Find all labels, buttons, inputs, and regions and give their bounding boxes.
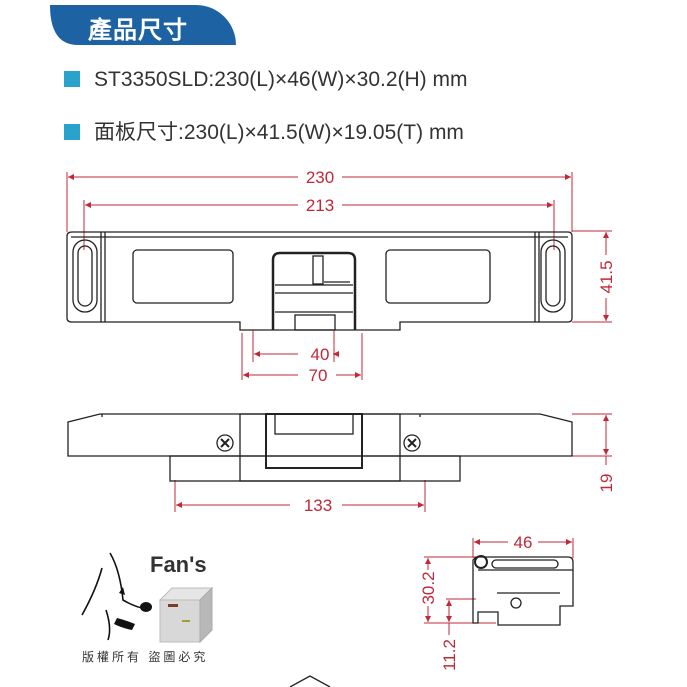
svg-text:11.2: 11.2	[440, 639, 459, 671]
bullet-square-icon	[64, 71, 80, 87]
svg-text:70: 70	[309, 366, 328, 385]
spec-line-model: ST3350SLD:230(L)×46(W)×30.2(H) mm	[64, 68, 467, 92]
spec-text: ST3350SLD:230(L)×46(W)×30.2(H) mm	[94, 68, 468, 91]
svg-text:133: 133	[304, 496, 332, 515]
spec-line-panel: 面板尺寸:230(L)×41.5(W)×19.05(T) mm	[64, 116, 464, 146]
spec-text: 面板尺寸:230(L)×41.5(W)×19.05(T) mm	[94, 121, 464, 144]
section-title: 產品尺寸	[88, 17, 188, 44]
section-header-tab	[50, 5, 236, 45]
logo-brand-text: Fan's	[150, 552, 207, 577]
svg-text:41.5: 41.5	[597, 260, 616, 293]
svg-text:30.2: 30.2	[419, 571, 438, 604]
bullet-square-icon	[64, 124, 80, 140]
svg-text:19: 19	[597, 474, 616, 493]
svg-text:230: 230	[306, 168, 334, 187]
copyright-notice: 版權所有 盜圖必究	[82, 650, 209, 664]
svg-text:46: 46	[514, 533, 533, 552]
svg-text:213: 213	[306, 196, 334, 215]
svg-text:40: 40	[311, 345, 330, 364]
logo-dog-icon	[81, 552, 151, 641]
